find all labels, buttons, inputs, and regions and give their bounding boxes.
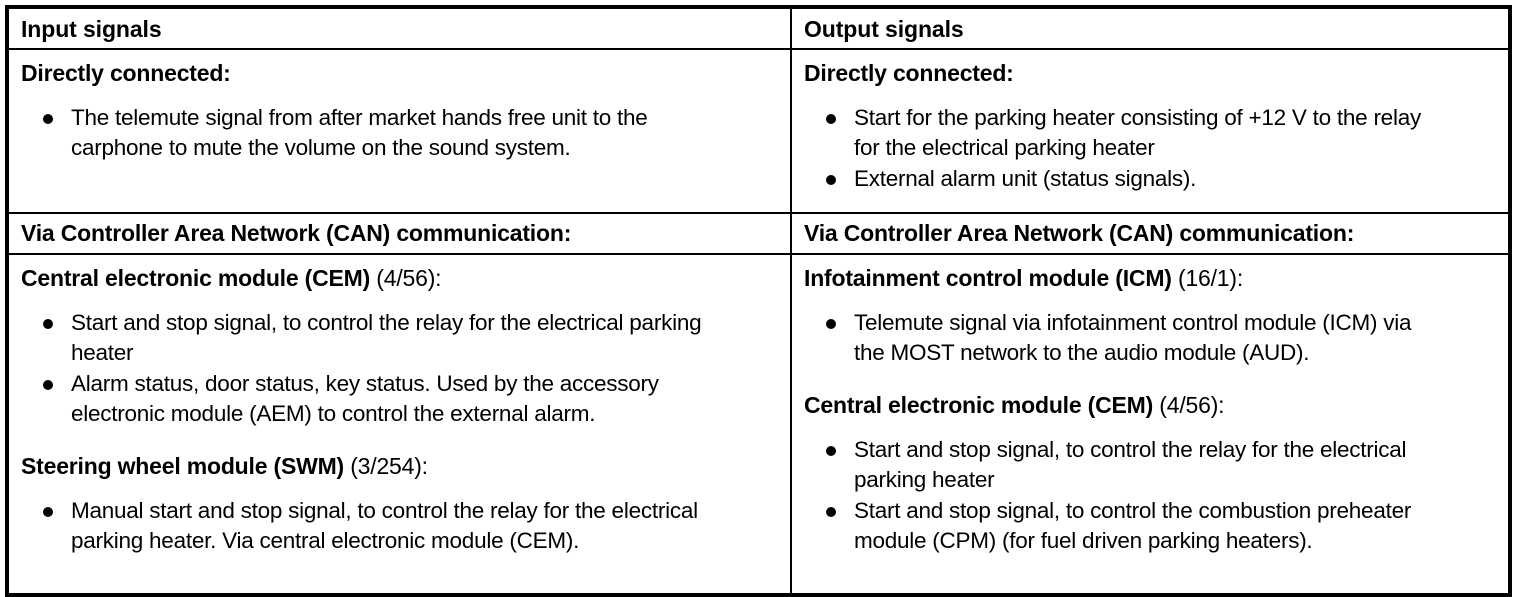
bullet-list-input-cem: Start and stop signal, to control the re…: [21, 308, 778, 429]
cell-output-can-details: Infotainment control module (ICM) (16/1)…: [790, 253, 1511, 596]
bullet-list-input-directly-connected: The telemute signal from after market ha…: [21, 103, 778, 163]
cell-input-can-details: Central electronic module (CEM) (4/56): …: [6, 253, 792, 596]
cell-input-can-band: Via Controller Area Network (CAN) commun…: [6, 212, 792, 255]
bullet-list-output-directly-connected: Start for the parking heater consisting …: [804, 103, 1496, 194]
subheading-directly-connected-input: Directly connected:: [21, 60, 231, 86]
bullet-dot-icon: [826, 175, 836, 185]
table-row-can-details: Central electronic module (CEM) (4/56): …: [6, 253, 1511, 596]
bullet-dot-icon: [826, 507, 836, 517]
list-item: Start for the parking heater consisting …: [804, 103, 1496, 163]
module-heading-cem-input: Central electronic module (CEM) (4/56):: [21, 265, 442, 291]
signal-table: Input signals Output signals Directly co…: [5, 5, 1512, 597]
bullet-dot-icon: [43, 114, 53, 124]
bullet-list-input-swm: Manual start and stop signal, to control…: [21, 496, 778, 556]
bullet-list-output-cem: Start and stop signal, to control the re…: [804, 435, 1496, 556]
module-heading-cem-output: Central electronic module (CEM) (4/56):: [804, 392, 1225, 418]
list-item: Alarm status, door status, key status. U…: [21, 369, 778, 429]
table-row-can-band: Via Controller Area Network (CAN) commun…: [6, 212, 1511, 255]
band-label-can-input: Via Controller Area Network (CAN) commun…: [21, 220, 572, 246]
header-cell-input: Input signals: [6, 6, 792, 50]
list-item: Start and stop signal, to control the co…: [804, 496, 1496, 556]
list-item: Manual start and stop signal, to control…: [21, 496, 778, 556]
module-heading-swm-input: Steering wheel module (SWM) (3/254):: [21, 453, 428, 479]
cell-output-directly-connected: Directly connected: Start for the parkin…: [790, 48, 1511, 214]
list-item: Start and stop signal, to control the re…: [804, 435, 1496, 495]
table-row-directly-connected: Directly connected: The telemute signal …: [6, 48, 1511, 214]
bullet-list-output-icm: Telemute signal via infotainment control…: [804, 308, 1496, 368]
cell-output-can-band: Via Controller Area Network (CAN) commun…: [790, 212, 1511, 255]
list-item: Telemute signal via infotainment control…: [804, 308, 1496, 368]
bullet-dot-icon: [43, 319, 53, 329]
subheading-directly-connected-output: Directly connected:: [804, 60, 1014, 86]
list-item: Start and stop signal, to control the re…: [21, 308, 778, 368]
column-title-output: Output signals: [804, 16, 964, 42]
cell-input-directly-connected: Directly connected: The telemute signal …: [6, 48, 792, 214]
band-label-can-output: Via Controller Area Network (CAN) commun…: [804, 220, 1355, 246]
list-item: The telemute signal from after market ha…: [21, 103, 778, 163]
bullet-dot-icon: [826, 319, 836, 329]
bullet-dot-icon: [43, 507, 53, 517]
bullet-dot-icon: [43, 380, 53, 390]
module-heading-icm-output: Infotainment control module (ICM) (16/1)…: [804, 265, 1244, 291]
column-title-input: Input signals: [21, 16, 162, 42]
header-cell-output: Output signals: [790, 6, 1511, 50]
table-header-row: Input signals Output signals: [6, 6, 1511, 50]
list-item: External alarm unit (status signals).: [804, 164, 1496, 194]
bullet-dot-icon: [826, 446, 836, 456]
bullet-dot-icon: [826, 114, 836, 124]
